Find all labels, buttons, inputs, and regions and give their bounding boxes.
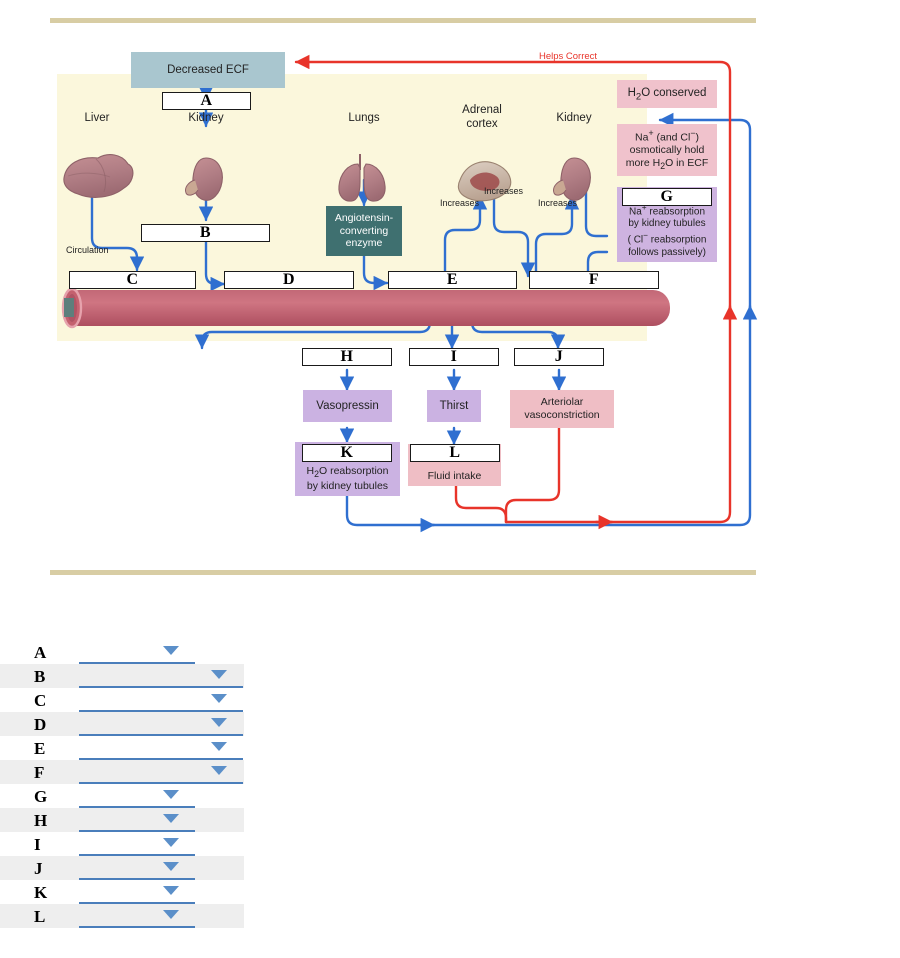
answer-row-c: C	[0, 688, 244, 712]
answer-select-d[interactable]	[79, 712, 243, 736]
kidney-left-label: Kidney	[188, 112, 224, 124]
answer-select-h[interactable]	[79, 808, 195, 832]
chevron-down-icon[interactable]	[211, 742, 227, 751]
answer-select-c[interactable]	[79, 688, 243, 712]
answer-row-b: B	[0, 664, 244, 688]
vasopressin-label: Vasopressin	[316, 399, 379, 412]
increases-label-2: Increases	[484, 186, 524, 196]
answer-select-f[interactable]	[79, 760, 243, 784]
answer-select-a[interactable]	[79, 640, 195, 664]
thirst-box: Thirst	[427, 390, 481, 422]
h2o-conserved-box: H2O conserved	[617, 80, 717, 108]
blank-C: C	[69, 271, 196, 289]
blank-B: B	[141, 224, 270, 242]
divider-bottom	[50, 570, 756, 575]
decreased-ecf-box: Decreased ECF	[131, 52, 285, 88]
answer-row-letter: B	[34, 667, 46, 686]
liver-illustration	[63, 154, 134, 198]
answer-row-letter: C	[34, 691, 47, 710]
blank-D: D	[224, 271, 354, 289]
answer-select-i[interactable]	[79, 832, 195, 856]
answer-select-l[interactable]	[79, 904, 195, 928]
divider-top	[50, 18, 756, 23]
answer-row-letter: F	[34, 763, 45, 782]
blank-J: J	[514, 348, 604, 366]
blank-G: G	[622, 188, 712, 206]
answer-row-d: D	[0, 712, 244, 736]
chevron-down-icon[interactable]	[163, 886, 179, 895]
kidney-right-illustration	[553, 157, 591, 201]
kidney-right-label: Kidney	[556, 112, 592, 124]
answer-select-k[interactable]	[79, 880, 195, 904]
blank-I: I	[409, 348, 499, 366]
lungs-label: Lungs	[348, 112, 380, 124]
blank-H: H	[302, 348, 392, 366]
answer-row-letter: I	[34, 835, 41, 854]
chevron-down-icon[interactable]	[211, 718, 227, 727]
chevron-down-icon[interactable]	[163, 646, 179, 655]
answer-row-letter: H	[34, 811, 48, 830]
answer-row-letter: D	[34, 715, 47, 734]
chevron-down-icon[interactable]	[163, 838, 179, 847]
thirst-label: Thirst	[439, 399, 469, 412]
chevron-down-icon[interactable]	[163, 862, 179, 871]
increases-label-3: Increases	[538, 198, 578, 208]
answer-row-letter: G	[34, 787, 48, 806]
answer-row-f: F	[0, 760, 244, 784]
circulation-vessel	[61, 287, 670, 329]
fluid-intake-label: Fluid intake	[427, 470, 482, 483]
kidney-left-illustration	[185, 157, 223, 201]
chevron-down-icon[interactable]	[211, 766, 227, 775]
answer-row-j: J	[0, 856, 244, 880]
liver-label: Liver	[84, 112, 110, 124]
answer-row-a: A	[0, 640, 244, 664]
answer-row-k: K	[0, 880, 244, 904]
answer-row-i: I	[0, 832, 244, 856]
increases-label-1: Increases	[440, 198, 480, 208]
answer-row-letter: J	[34, 859, 43, 878]
adrenal-cortex-illustration	[457, 161, 512, 202]
chevron-down-icon[interactable]	[211, 670, 227, 679]
answer-row-letter: A	[34, 643, 47, 662]
physiology-flow-diagram: Decreased ECF Helps Correct Liver Kidney…	[0, 30, 900, 560]
answer-select-e[interactable]	[79, 736, 243, 760]
chevron-down-icon[interactable]	[211, 694, 227, 703]
chevron-down-icon[interactable]	[163, 814, 179, 823]
answer-select-g[interactable]	[79, 784, 195, 808]
lungs-illustration	[338, 154, 386, 202]
answer-row-h: H	[0, 808, 244, 832]
vasopressin-box: Vasopressin	[303, 390, 392, 422]
answer-select-j[interactable]	[79, 856, 195, 880]
answer-row-letter: L	[34, 907, 46, 926]
helps-correct-label: Helps Correct	[538, 51, 598, 62]
answer-row-letter: K	[34, 883, 48, 902]
circulation-label: Circulation	[66, 245, 109, 255]
chevron-down-icon[interactable]	[163, 910, 179, 919]
blank-E: E	[388, 271, 517, 289]
blank-K: K	[302, 444, 392, 462]
answer-row-e: E	[0, 736, 244, 760]
blank-L: L	[410, 444, 500, 462]
decreased-ecf-label: Decreased ECF	[167, 63, 249, 76]
h2o-conserved-label: H2O conserved	[627, 86, 707, 102]
chevron-down-icon[interactable]	[163, 790, 179, 799]
answer-row-g: G	[0, 784, 244, 808]
blank-A: A	[162, 92, 251, 110]
blank-F: F	[529, 271, 659, 289]
connector-layer	[61, 54, 758, 533]
answer-row-l: L	[0, 904, 244, 928]
answer-select-b[interactable]	[79, 664, 243, 688]
answer-row-letter: E	[34, 739, 46, 758]
